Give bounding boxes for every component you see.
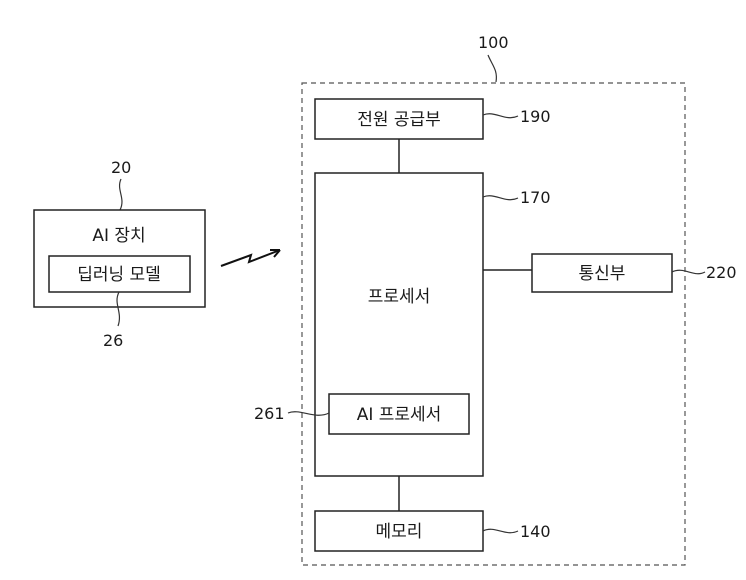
communication-ref-leader bbox=[671, 269, 706, 275]
wireless-link-icon bbox=[220, 249, 281, 267]
memory-label: 메모리 bbox=[376, 522, 423, 542]
system-ref-leader bbox=[487, 54, 497, 83]
power-supply-ref: 190 bbox=[520, 107, 551, 126]
processor-ref: 170 bbox=[520, 188, 551, 207]
memory-ref-leader bbox=[482, 528, 519, 534]
deep-learning-model-ref: 26 bbox=[103, 331, 123, 350]
ai-device-label: AI 장치 bbox=[92, 226, 145, 246]
ai-processor-ref: 261 bbox=[254, 404, 285, 423]
ai-device-ref-leader bbox=[118, 178, 123, 211]
power-supply-ref-leader bbox=[482, 113, 519, 119]
deep-learning-model-block bbox=[48, 255, 191, 293]
system-boundary bbox=[301, 82, 686, 566]
ai-processor-block bbox=[328, 393, 470, 435]
ai-device-ref: 20 bbox=[111, 158, 131, 177]
system-ref: 100 bbox=[478, 33, 509, 52]
deep-learning-model-ref-leader bbox=[116, 291, 121, 327]
communication-ref: 220 bbox=[706, 263, 737, 282]
processor-label: 프로세서 bbox=[368, 287, 431, 307]
wireless-link-icon-head bbox=[270, 249, 281, 258]
deep-learning-model-label: 딥러닝 모델 bbox=[77, 265, 161, 285]
memory-block bbox=[314, 510, 484, 552]
power-supply-label: 전원 공급부 bbox=[357, 110, 441, 130]
communication-label: 통신부 bbox=[579, 264, 626, 284]
ai-processor-label: AI 프로세서 bbox=[357, 405, 442, 425]
ai-processor-ref-leader bbox=[287, 411, 330, 416]
communication-block bbox=[531, 253, 673, 293]
processor-ref-leader bbox=[482, 195, 519, 201]
memory-ref: 140 bbox=[520, 522, 551, 541]
